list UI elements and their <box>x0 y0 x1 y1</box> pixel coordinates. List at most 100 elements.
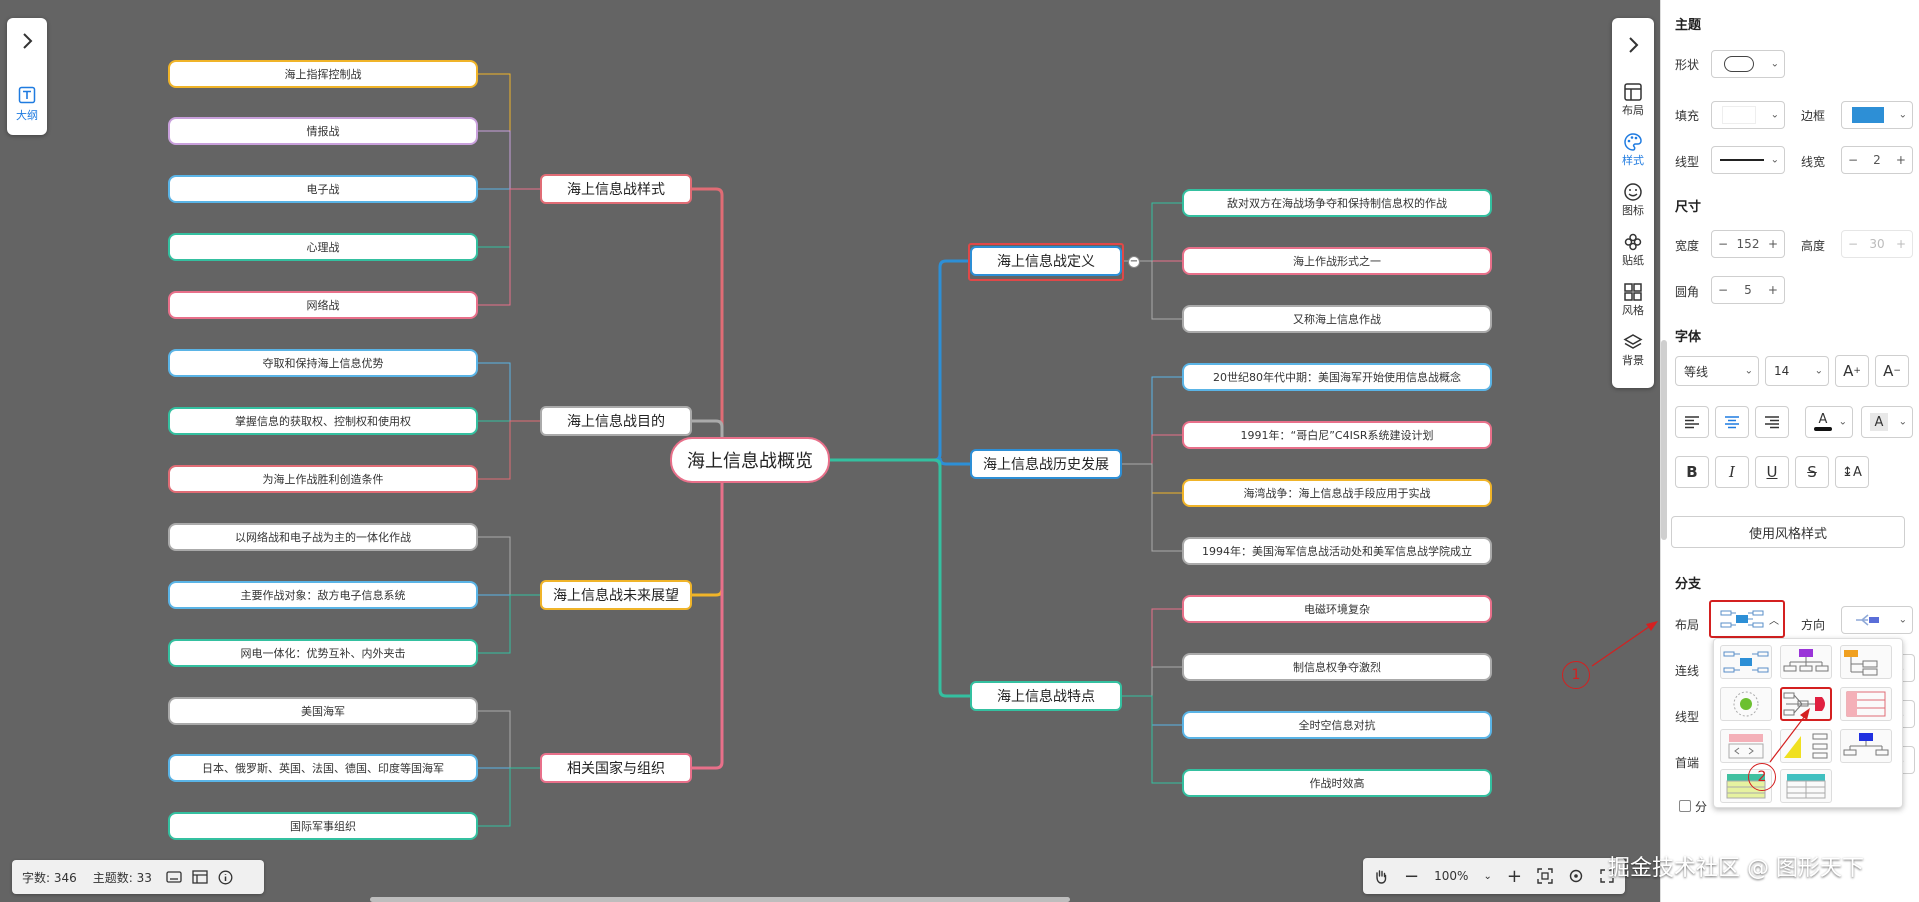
minimap-icon[interactable] <box>192 870 208 884</box>
expand-sidebar-button[interactable] <box>7 26 47 56</box>
decrement-button[interactable]: − <box>1718 283 1729 297</box>
radius-value[interactable]: 5 <box>1744 283 1752 297</box>
tool-icon[interactable]: 图标 <box>1612 182 1654 218</box>
leaf-node[interactable]: 掌握信息的获取权、控制权和使用权 <box>168 407 478 435</box>
decrement-button[interactable]: − <box>1848 153 1859 167</box>
layout-option-fishbone[interactable] <box>1780 687 1832 721</box>
increment-button[interactable]: + <box>1895 153 1906 167</box>
zoom-level[interactable]: 100% <box>1434 869 1469 883</box>
line-width-stepper[interactable]: − 2 + <box>1841 146 1913 174</box>
leaf-node[interactable]: 海湾战争：海上信息战手段应用于实战 <box>1182 479 1492 507</box>
fit-view-icon[interactable] <box>1537 868 1553 884</box>
bold-button[interactable]: B <box>1675 456 1709 488</box>
font-size-select[interactable]: 14 ⌄ <box>1765 356 1829 386</box>
outline-button[interactable]: 大纲 <box>7 86 47 123</box>
leaf-node[interactable]: 心理战 <box>168 233 478 261</box>
leaf-node[interactable]: 敌对双方在海战场争夺和保持制信息权的作战 <box>1182 189 1492 217</box>
strikethrough-button[interactable]: S <box>1795 456 1829 488</box>
collapse-panel-button[interactable] <box>1612 30 1654 60</box>
leaf-node[interactable]: 1994年：美国海军信息战活动处和美军信息战学院成立 <box>1182 537 1492 565</box>
leaf-node[interactable]: 夺取和保持海上信息优势 <box>168 349 478 377</box>
direction-select[interactable]: ⌄ <box>1841 606 1913 634</box>
leaf-node[interactable]: 以网络战和电子战为主的一体化作战 <box>168 523 478 551</box>
panel-scrollbar[interactable] <box>1661 340 1667 540</box>
collapse-button[interactable]: − <box>1128 256 1140 268</box>
branch-node[interactable]: 海上信息战定义 <box>970 246 1122 276</box>
leaf-node[interactable]: 网电一体化：优势互补、内外夹击 <box>168 639 478 667</box>
leaf-node[interactable]: 美国海军 <box>168 697 478 725</box>
width-stepper[interactable]: − 152 + <box>1711 230 1785 258</box>
branch-checkbox[interactable] <box>1679 800 1691 812</box>
increment-button[interactable]: + <box>1767 283 1778 297</box>
layout-option-grid[interactable] <box>1780 769 1832 803</box>
hand-icon[interactable] <box>1373 868 1389 884</box>
border-color-select[interactable]: ⌄ <box>1841 101 1913 129</box>
leaf-node[interactable]: 20世纪80年代中期：美国海军开始使用信息战概念 <box>1182 363 1492 391</box>
tool-sticker[interactable]: 贴纸 <box>1612 232 1654 268</box>
layout-option-table[interactable] <box>1840 687 1892 721</box>
leaf-node[interactable]: 又称海上信息作战 <box>1182 305 1492 333</box>
locate-icon[interactable] <box>1568 868 1584 884</box>
decrement-button[interactable]: − <box>1718 237 1729 251</box>
zoom-in-button[interactable]: + <box>1506 865 1522 887</box>
zoom-out-button[interactable]: − <box>1404 865 1420 887</box>
leaf-node[interactable]: 作战时效高 <box>1182 769 1492 797</box>
fullscreen-icon[interactable] <box>1599 868 1615 884</box>
leaf-node[interactable]: 主要作战对象：敌方电子信息系统 <box>168 581 478 609</box>
layout-option-logic[interactable] <box>1780 729 1832 763</box>
leaf-node[interactable]: 国际军事组织 <box>168 812 478 840</box>
branch-node[interactable]: 海上信息战特点 <box>970 681 1122 711</box>
mindmap-canvas[interactable]: 海上信息战样式 海上指挥控制战情报战电子战心理战网络战海上信息战目的 夺取和保持海上… <box>0 0 1660 902</box>
font-size-increase-button[interactable]: A+ <box>1835 355 1869 387</box>
radius-stepper[interactable]: − 5 + <box>1711 276 1785 304</box>
font-size-decrease-button[interactable]: A− <box>1875 355 1909 387</box>
align-left-button[interactable] <box>1675 406 1709 438</box>
keyboard-icon[interactable] <box>166 870 182 884</box>
leaf-node[interactable]: 海上指挥控制战 <box>168 60 478 88</box>
fill-select[interactable]: ⌄ <box>1711 101 1785 129</box>
shape-select[interactable]: ⌄ <box>1711 50 1785 78</box>
leaf-node[interactable]: 全时空信息对抗 <box>1182 711 1492 739</box>
root-node[interactable]: 海上信息战概览 <box>670 437 830 483</box>
branch-node[interactable]: 海上信息战历史发展 <box>970 449 1122 479</box>
layout-option-vertical[interactable] <box>1840 729 1892 763</box>
align-center-button[interactable] <box>1715 406 1749 438</box>
zoom-dropdown-icon[interactable]: ⌄ <box>1483 870 1492 882</box>
tool-background[interactable]: 背景 <box>1612 332 1654 368</box>
leaf-node[interactable]: 日本、俄罗斯、英国、法国、德国、印度等国海军 <box>168 754 478 782</box>
leaf-node[interactable]: 1991年：“哥白尼”C4ISR系统建设计划 <box>1182 421 1492 449</box>
highlight-color-select[interactable]: A ⌄ <box>1861 406 1913 438</box>
tool-theme[interactable]: 风格 <box>1612 282 1654 318</box>
line-type-select[interactable]: ⌄ <box>1711 146 1785 174</box>
layout-option-tree[interactable] <box>1840 645 1892 679</box>
branch-node[interactable]: 相关国家与组织 <box>540 753 692 783</box>
horizontal-scrollbar[interactable] <box>370 897 1070 902</box>
leaf-node[interactable]: 网络战 <box>168 291 478 319</box>
layout-option-timeline[interactable] <box>1720 729 1772 763</box>
leaf-node[interactable]: 海上作战形式之一 <box>1182 247 1492 275</box>
increment-button[interactable]: + <box>1767 237 1778 251</box>
tool-layout[interactable]: 布局 <box>1612 82 1654 118</box>
leaf-node[interactable]: 制信息权争夺激烈 <box>1182 653 1492 681</box>
use-theme-style-button[interactable]: 使用风格样式 <box>1671 516 1905 548</box>
font-color-select[interactable]: A ⌄ <box>1805 406 1853 438</box>
leaf-node[interactable]: 情报战 <box>168 117 478 145</box>
layout-option-mindmap[interactable] <box>1720 645 1772 679</box>
underline-button[interactable]: U <box>1755 456 1789 488</box>
leaf-node[interactable]: 为海上作战胜利创造条件 <box>168 465 478 493</box>
line-width-value[interactable]: 2 <box>1873 153 1881 167</box>
line-height-button[interactable]: ↨A <box>1835 456 1869 488</box>
layout-option-radial[interactable] <box>1720 687 1772 721</box>
leaf-node[interactable]: 电子战 <box>168 175 478 203</box>
branch-node[interactable]: 海上信息战未来展望 <box>540 580 692 610</box>
align-right-button[interactable] <box>1755 406 1789 438</box>
width-value[interactable]: 152 <box>1736 237 1760 251</box>
info-icon[interactable] <box>218 870 233 885</box>
font-family-select[interactable]: 等线 ⌄ <box>1675 356 1759 386</box>
italic-button[interactable]: I <box>1715 456 1749 488</box>
layout-option-org[interactable] <box>1780 645 1832 679</box>
leaf-node[interactable]: 电磁环境复杂 <box>1182 595 1492 623</box>
tool-style[interactable]: 样式 <box>1612 132 1654 168</box>
branch-node[interactable]: 海上信息战目的 <box>540 406 692 436</box>
branch-node[interactable]: 海上信息战样式 <box>540 174 692 204</box>
